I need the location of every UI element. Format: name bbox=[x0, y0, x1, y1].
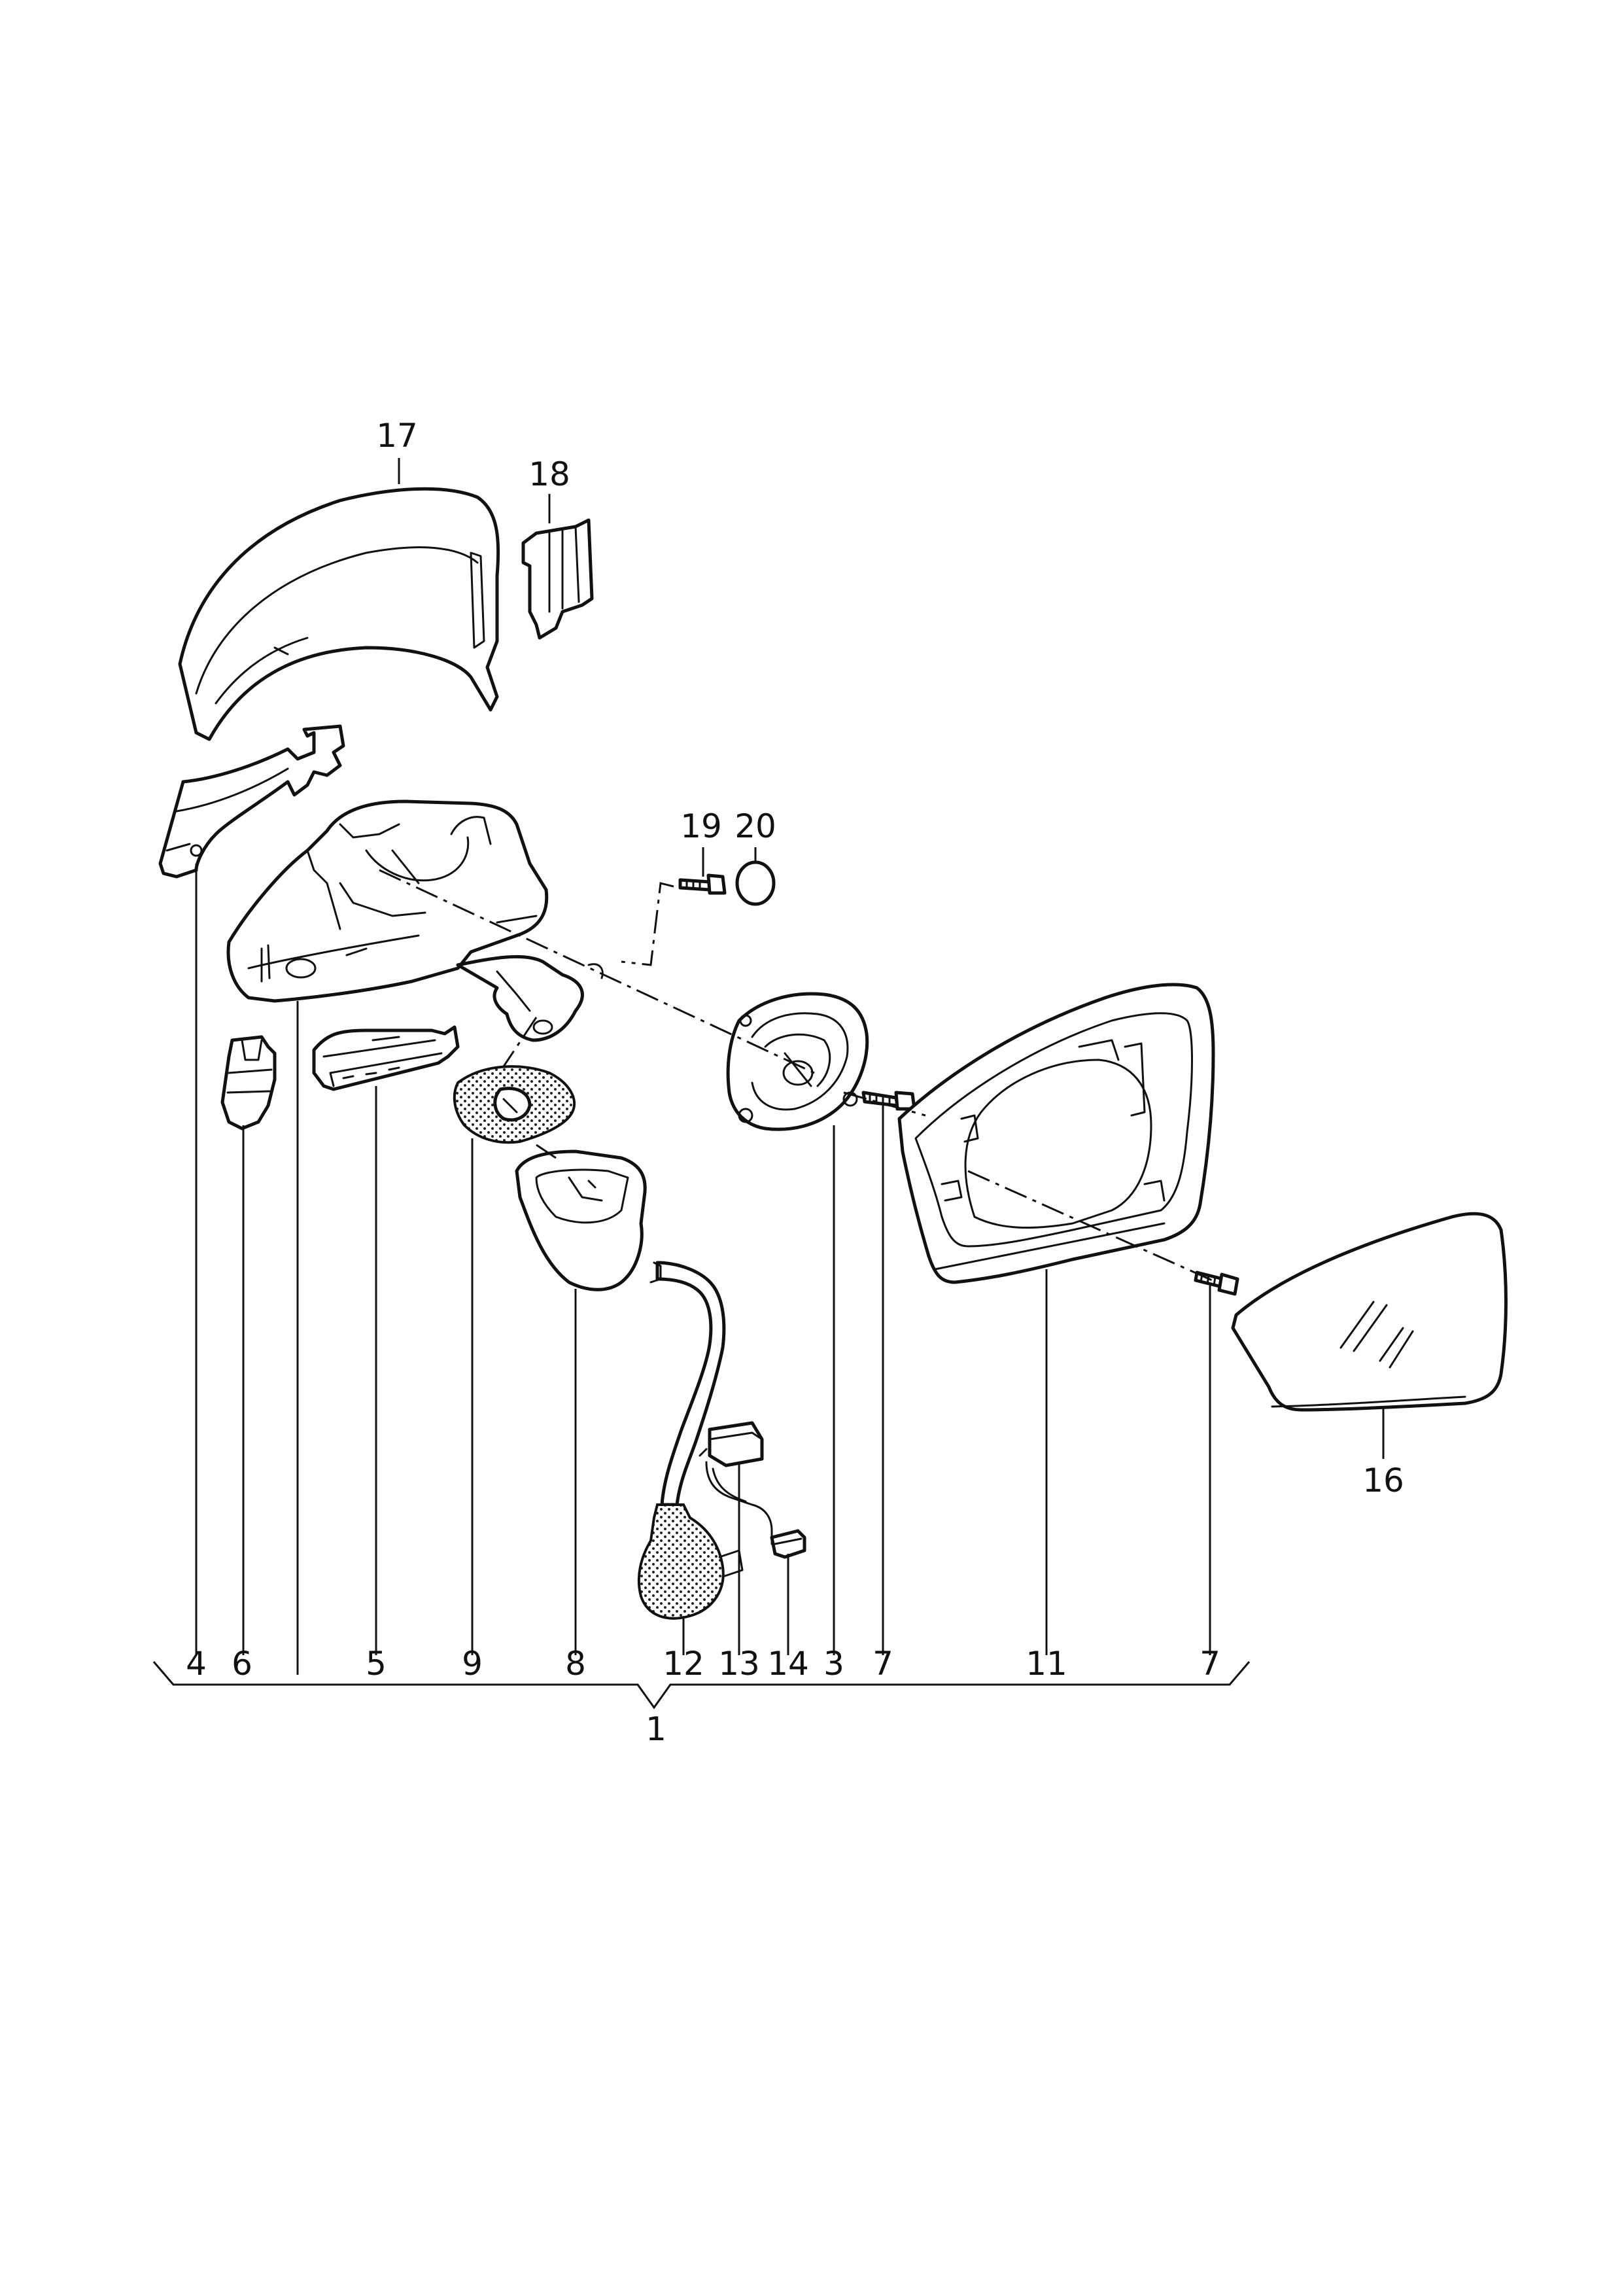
label-13: 13 bbox=[718, 1645, 760, 1683]
turn-signal-strip-4 bbox=[158, 724, 345, 879]
label-6: 6 bbox=[232, 1645, 252, 1683]
mirror-housing bbox=[226, 799, 604, 1042]
label-17: 17 bbox=[376, 417, 418, 455]
mirror-cap-17 bbox=[178, 487, 500, 741]
label-4: 4 bbox=[186, 1645, 207, 1683]
label-12: 12 bbox=[663, 1645, 704, 1683]
bracket-18 bbox=[521, 518, 594, 640]
screw-19 bbox=[678, 873, 727, 895]
control-module-5 bbox=[312, 1025, 460, 1091]
label-16: 16 bbox=[1362, 1462, 1404, 1499]
o-ring-20 bbox=[735, 860, 776, 906]
lamp-unit-6 bbox=[220, 1035, 277, 1130]
assembly-bracket bbox=[152, 1661, 1251, 1709]
leader-lines bbox=[195, 458, 1385, 1675]
label-8: 8 bbox=[565, 1645, 586, 1683]
label-9: 9 bbox=[462, 1645, 483, 1683]
label-18: 18 bbox=[528, 455, 570, 493]
screw-7-upper bbox=[861, 1091, 916, 1111]
label-20: 20 bbox=[734, 807, 776, 845]
label-14: 14 bbox=[767, 1645, 809, 1683]
gasket-9 bbox=[453, 1065, 576, 1144]
alignment-lines bbox=[379, 869, 1217, 1284]
label-7-first: 7 bbox=[872, 1645, 893, 1683]
housing-frame-11 bbox=[897, 983, 1215, 1284]
connector-14 bbox=[770, 1529, 806, 1559]
label-11: 11 bbox=[1026, 1645, 1067, 1683]
label-1: 1 bbox=[646, 1710, 666, 1748]
mirror-glass-16 bbox=[1231, 1212, 1508, 1412]
label-5: 5 bbox=[366, 1645, 387, 1683]
adjustment-motor-3 bbox=[726, 992, 869, 1131]
connector-13 bbox=[699, 1421, 773, 1545]
label-19: 19 bbox=[680, 807, 722, 845]
wiring-harness-12 bbox=[637, 1261, 744, 1620]
part-labels: 17 18 19 20 16 4 6 5 9 8 12 13 14 3 7 11… bbox=[186, 417, 1404, 1748]
label-7-second: 7 bbox=[1200, 1645, 1220, 1683]
label-3: 3 bbox=[823, 1645, 844, 1683]
mirror-base-8 bbox=[515, 1149, 647, 1291]
